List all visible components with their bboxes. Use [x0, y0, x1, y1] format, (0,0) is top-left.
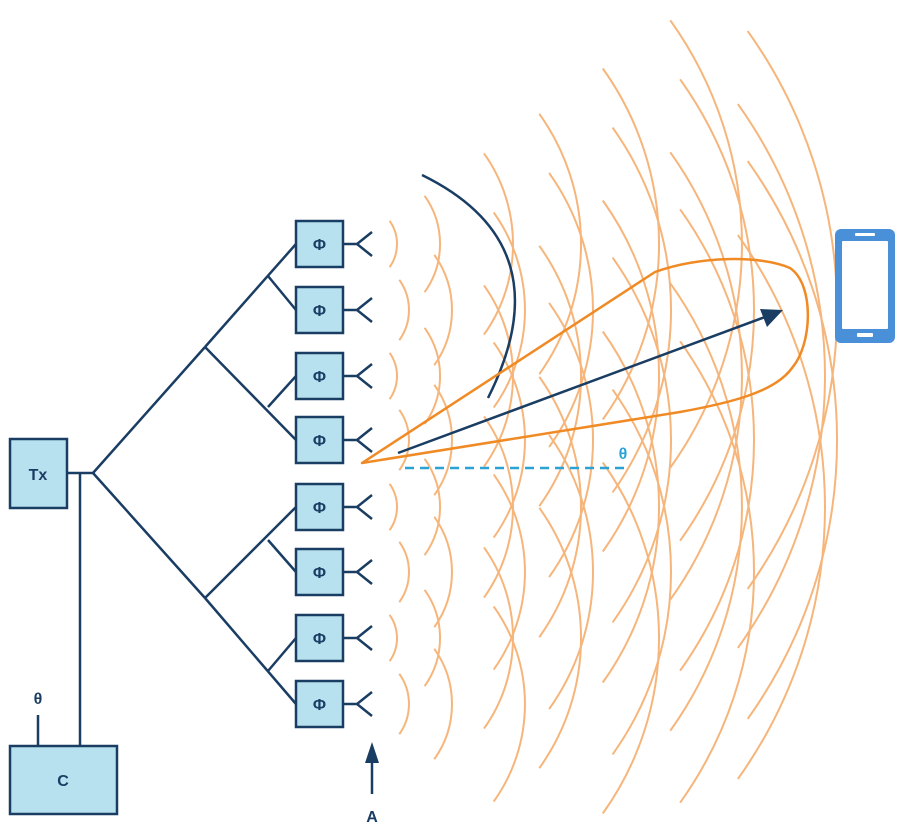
wavefront-arc: [737, 103, 826, 649]
antenna-icon: [343, 625, 373, 651]
phase-shifter-block: [294, 351, 345, 401]
wavefront-arc: [398, 409, 410, 471]
wavefront-arc: [737, 234, 826, 780]
feed-network: [67, 243, 297, 746]
phase-shifter-label: Φ: [313, 237, 326, 254]
wavefront-arc: [483, 546, 514, 730]
wavefront-arc: [433, 648, 453, 760]
wavefront-arc: [538, 113, 582, 375]
phase-shifter-label: Φ: [313, 303, 326, 320]
phase-shifter-label: Φ: [313, 565, 326, 582]
beam-direction-arrow: [397, 315, 766, 455]
phase-shifter-block: [294, 547, 345, 597]
wavefront-arc: [669, 151, 743, 601]
wavefront-arc: [433, 384, 453, 496]
beam-arrowhead: [760, 309, 783, 327]
transmitter-block: [8, 437, 69, 510]
phase-shifter-block: [294, 285, 345, 335]
phase-shifter-block: [294, 415, 345, 465]
wavefront-arc: [492, 605, 526, 803]
antenna-icon: [343, 363, 373, 389]
wavefront-arc: [398, 673, 410, 735]
wavefront-arc: [538, 507, 582, 769]
wavefront-arc: [679, 340, 756, 804]
phase-shifter-label: Φ: [313, 369, 326, 386]
wavefront-arc: [746, 160, 838, 720]
wavefront-arc: [669, 282, 743, 732]
wavefront-arc: [492, 341, 526, 539]
phase-shifter-block: [294, 679, 345, 729]
antenna-icon: [343, 297, 373, 323]
wavefront-arc: [398, 541, 410, 603]
antenna-icon: [343, 231, 373, 257]
wavefront-arc: [398, 279, 410, 341]
wavefront-arc: [601, 330, 661, 684]
phase-shifter-unit: Φ: [294, 285, 373, 335]
steering-angle-label: θ: [619, 446, 628, 463]
wavefront-arc: [433, 516, 453, 628]
antenna-icon: [343, 559, 373, 585]
phase-shifter-unit: Φ: [294, 219, 373, 269]
phase-shifter-unit: Φ: [294, 482, 373, 532]
controller-input-label: θ: [34, 691, 43, 708]
smartphone-icon: [835, 229, 895, 343]
phase-shifter-array: Φ Φ Φ Φ Φ Φ Φ Φ: [294, 219, 373, 729]
phase-shifter-block: [294, 613, 345, 663]
wavefront-arc: [601, 67, 661, 421]
wavefront-arc: [423, 327, 442, 425]
wavefront-arc: [679, 208, 756, 672]
wavefront-arc: [492, 211, 526, 409]
antenna-icon: [343, 691, 373, 717]
steering-arc: [421, 173, 517, 399]
wavefront-arc: [492, 473, 526, 671]
wavefront-arc: [679, 78, 756, 542]
wavefront-arc: [548, 302, 594, 578]
phase-shifter-label: Φ: [313, 631, 326, 648]
phase-shifter-label: Φ: [313, 697, 326, 714]
phase-shifter-unit: Φ: [294, 679, 373, 729]
phase-shifter-unit: Φ: [294, 613, 373, 663]
wavefront-arc: [611, 257, 672, 623]
controller-label: C: [57, 773, 69, 790]
antenna-icon: [343, 427, 373, 453]
phase-shifter-unit: Φ: [294, 415, 373, 465]
phase-shifter-block: [294, 482, 345, 532]
wavefront-arc: [538, 245, 582, 507]
wavefront-arc: [548, 172, 594, 448]
wavefront-arc: [423, 458, 442, 556]
controller-block: [8, 744, 119, 816]
wavefront-arc: [388, 614, 399, 662]
wavefront-arc: [433, 254, 453, 366]
wavefront-arc: [388, 220, 399, 268]
wavefront-arc: [423, 195, 442, 293]
antenna-icon: [343, 494, 373, 520]
phase-shifter-label: Φ: [313, 500, 326, 517]
wavefront-arc: [483, 152, 514, 336]
wavefront-arc: [611, 389, 672, 755]
wavefront-arc: [601, 461, 661, 815]
array-arrow: [365, 742, 379, 794]
wavefront-arc: [538, 376, 582, 638]
wavefront-arc: [548, 434, 594, 710]
array-label: A: [366, 809, 378, 826]
wavefront-arc: [388, 352, 399, 400]
phase-shifter-unit: Φ: [294, 547, 373, 597]
wavefront-arc: [388, 483, 399, 531]
phase-shifter-unit: Φ: [294, 351, 373, 401]
wavefronts: [388, 19, 838, 815]
beam-lobe: [360, 257, 810, 465]
transmitter-label: Tx: [29, 467, 48, 484]
wavefront-arc: [423, 589, 442, 687]
phase-shifter-label: Φ: [313, 433, 326, 450]
wavefront-arc: [611, 127, 672, 493]
wavefront-arc: [601, 199, 661, 553]
